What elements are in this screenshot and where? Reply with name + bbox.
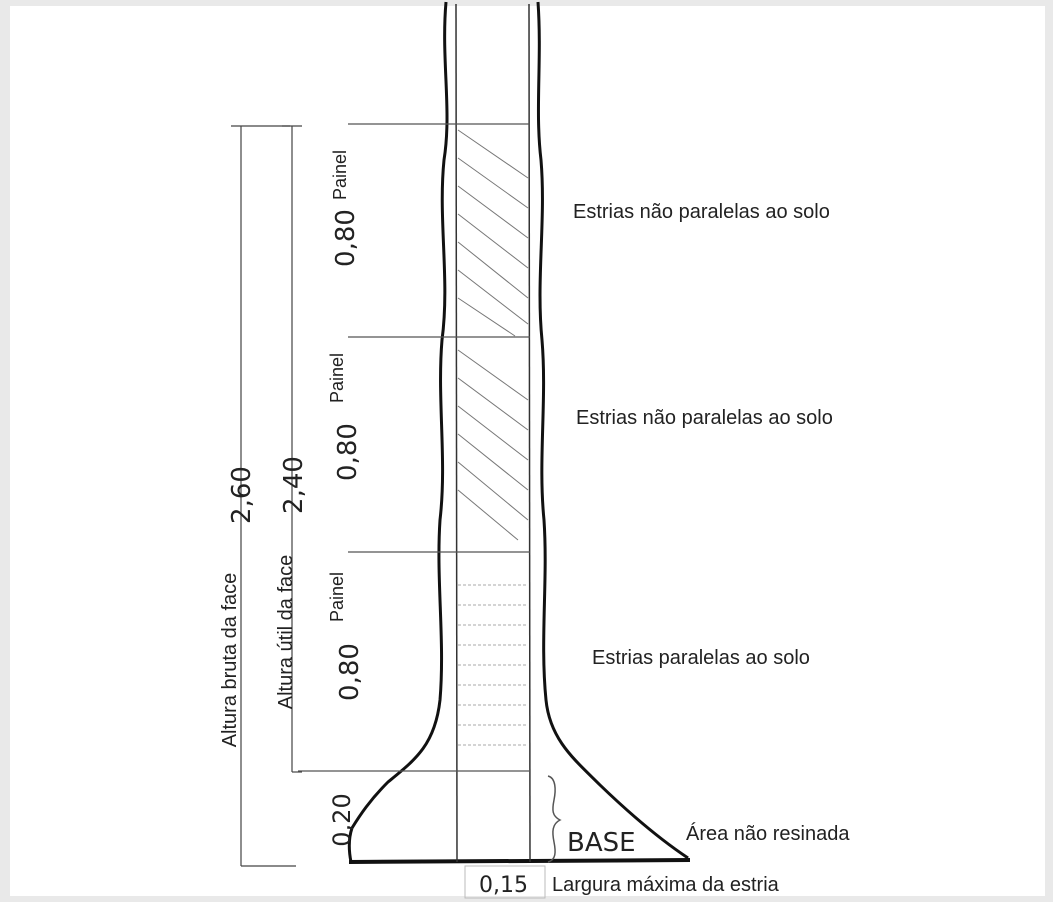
- paper-background: [10, 6, 1045, 896]
- panel-label-top: Painel: [330, 150, 350, 200]
- panel-label-bottom: Painel: [327, 572, 347, 622]
- grooves-description-middle: Estrias não paralelas ao solo: [576, 407, 833, 429]
- diagonal-grooves-middle: [457, 349, 529, 541]
- panel-dimension-middle: 0,80: [333, 423, 363, 481]
- panel-label-middle: Painel: [327, 353, 347, 403]
- useful-height-dimension-line: [282, 125, 302, 773]
- width-value: 0,15: [479, 873, 528, 898]
- trunk-base-line: [348, 858, 691, 864]
- diagonal-grooves-top: [457, 129, 529, 337]
- panel-dimension-bottom: 0,80: [335, 643, 365, 701]
- base-label: BASE: [567, 828, 636, 858]
- horizontal-grooves-bottom: [458, 584, 528, 746]
- gross-height-label: Altura bruta da face: [219, 573, 241, 748]
- face-right-edge: [528, 3, 531, 863]
- non-resin-area-label: Área não resinada: [686, 822, 850, 845]
- useful-height-label: Altura útil da face: [275, 555, 297, 710]
- face-left-edge: [455, 3, 458, 863]
- base-brace: [547, 775, 562, 863]
- width-indicator-box: [464, 865, 546, 899]
- panel-dimension-top: 0,80: [331, 209, 361, 267]
- width-label: Largura máxima da estria: [552, 874, 780, 896]
- grooves-description-top: Estrias não paralelas ao solo: [573, 201, 830, 223]
- base-dimension: 0,20: [328, 793, 356, 846]
- gross-height-value: 2,60: [227, 466, 257, 524]
- useful-height-value: 2,40: [279, 456, 309, 514]
- trunk-right-outline: [536, 1, 689, 860]
- trunk-left-outline: [347, 1, 449, 863]
- gross-height-dimension-line: [231, 125, 296, 867]
- grooves-description-bottom: Estrias paralelas ao solo: [592, 647, 810, 669]
